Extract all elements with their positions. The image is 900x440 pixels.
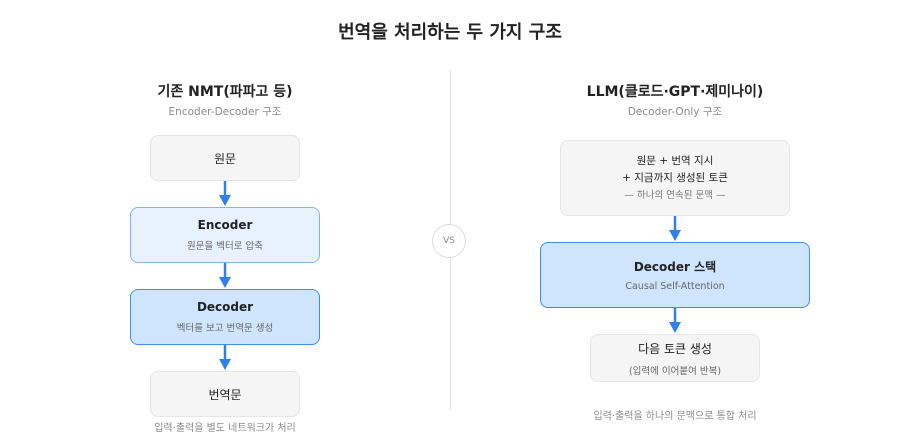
context-line-1: 원문 + 번역 지시 — [636, 154, 714, 167]
decoder-label: Decoder — [196, 300, 254, 314]
decoder-box: Decoder 벡터를 보고 번역문 생성 — [130, 289, 320, 345]
vs-badge: VS — [432, 224, 466, 258]
source-text-label: 원문 — [213, 151, 237, 166]
llm-column-title: LLM(클로드·GPT·제미나이) — [586, 84, 764, 100]
arrow-down-icon — [219, 345, 231, 370]
encoder-label: Encoder — [197, 218, 253, 232]
context-box: 원문 + 번역 지시 + 지금까지 생성된 토큰 — 하나의 연속된 문맥 — — [560, 140, 790, 216]
decoder-stack-label: Decoder 스택 — [633, 260, 717, 274]
arrow-down-icon — [219, 181, 231, 206]
next-token-box: 다음 토큰 생성 (입력에 이어붙여 반복) — [590, 334, 760, 382]
source-text-box: 원문 — [150, 135, 300, 181]
diagram-title: 번역을 처리하는 두 가지 구조 — [338, 22, 562, 43]
arrow-down-icon — [669, 308, 681, 333]
nmt-footnote: 입력·출력을 별도 네트워크가 처리 — [154, 423, 296, 434]
decoder-stack-description: Causal Self-Attention — [625, 281, 725, 292]
next-token-description: (입력에 이어붙여 반복) — [628, 365, 722, 377]
nmt-column-title: 기존 NMT(파파고 등) — [157, 84, 293, 100]
llm-footnote: 입력·출력을 하나의 문맥으로 통합 처리 — [593, 411, 757, 422]
encoder-box: Encoder 원문을 벡터로 압축 — [130, 207, 320, 263]
arrow-down-icon — [669, 216, 681, 241]
llm-column-subtitle: Decoder-Only 구조 — [627, 106, 723, 118]
context-line-3: — 하나의 연속된 문맥 — — [624, 189, 726, 201]
decoder-description: 벡터를 보고 번역문 생성 — [176, 323, 274, 334]
context-line-2: + 지금까지 생성된 토큰 — [622, 171, 728, 184]
decoder-stack-box: Decoder 스택 Causal Self-Attention — [540, 242, 810, 308]
next-token-label: 다음 토큰 생성 — [638, 341, 712, 356]
encoder-description: 원문을 벡터로 압축 — [187, 241, 263, 252]
translation-output-box: 번역문 — [150, 371, 300, 417]
nmt-column-subtitle: Encoder-Decoder 구조 — [168, 106, 282, 118]
arrow-down-icon — [219, 263, 231, 288]
translation-output-label: 번역문 — [208, 387, 242, 402]
